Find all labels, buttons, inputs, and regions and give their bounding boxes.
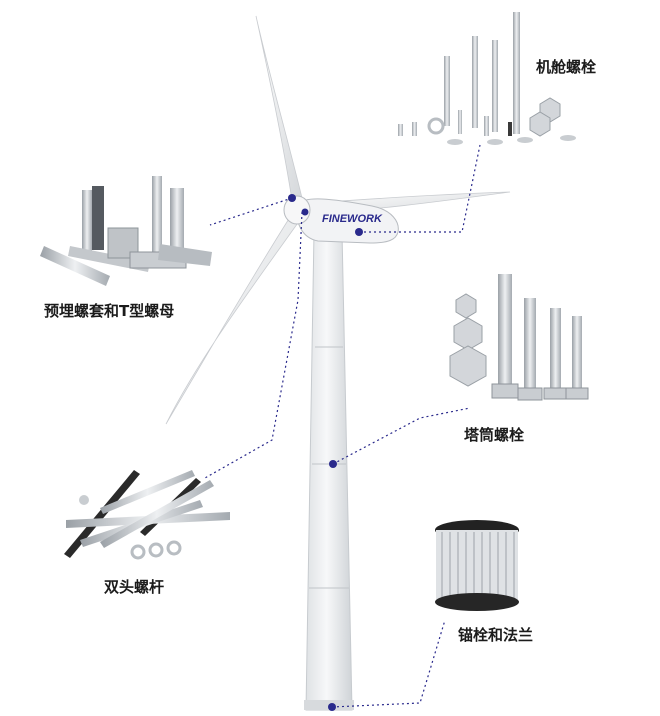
rotor-hub — [283, 195, 311, 225]
leader-tower-bolts — [332, 407, 471, 465]
anchor-flange-image — [435, 520, 519, 611]
turbine-tower — [304, 231, 354, 711]
turbine-nacelle: FINEWORK — [283, 195, 399, 244]
nacelle-bolts-image — [398, 12, 576, 145]
leader-anchor-flange — [331, 619, 446, 708]
brand-logo: FINEWORK — [322, 213, 383, 225]
label-nacelle-bolts: 机舱螺栓 — [536, 58, 596, 76]
blade-left — [165, 213, 301, 425]
dot-hub — [288, 194, 296, 202]
leader-embedded-sleeves — [209, 197, 293, 226]
label-anchor-flange: 锚栓和法兰 — [458, 626, 533, 644]
label-tower-bolts: 塔筒螺栓 — [464, 426, 524, 444]
tower-bolts-image — [449, 274, 589, 401]
stud-bolts-image — [64, 470, 230, 560]
blade-top — [255, 15, 303, 201]
label-embedded-sleeves: 预埋螺套和T型螺母 — [44, 302, 174, 320]
dot-tower — [329, 460, 337, 468]
dot-base — [328, 703, 336, 711]
label-stud-bolts: 双头螺杆 — [104, 578, 164, 596]
leader-stud-bolts — [204, 211, 303, 479]
embedded-sleeves-image — [40, 176, 212, 286]
dot-rotor — [301, 208, 309, 216]
dot-nacelle — [355, 228, 363, 236]
